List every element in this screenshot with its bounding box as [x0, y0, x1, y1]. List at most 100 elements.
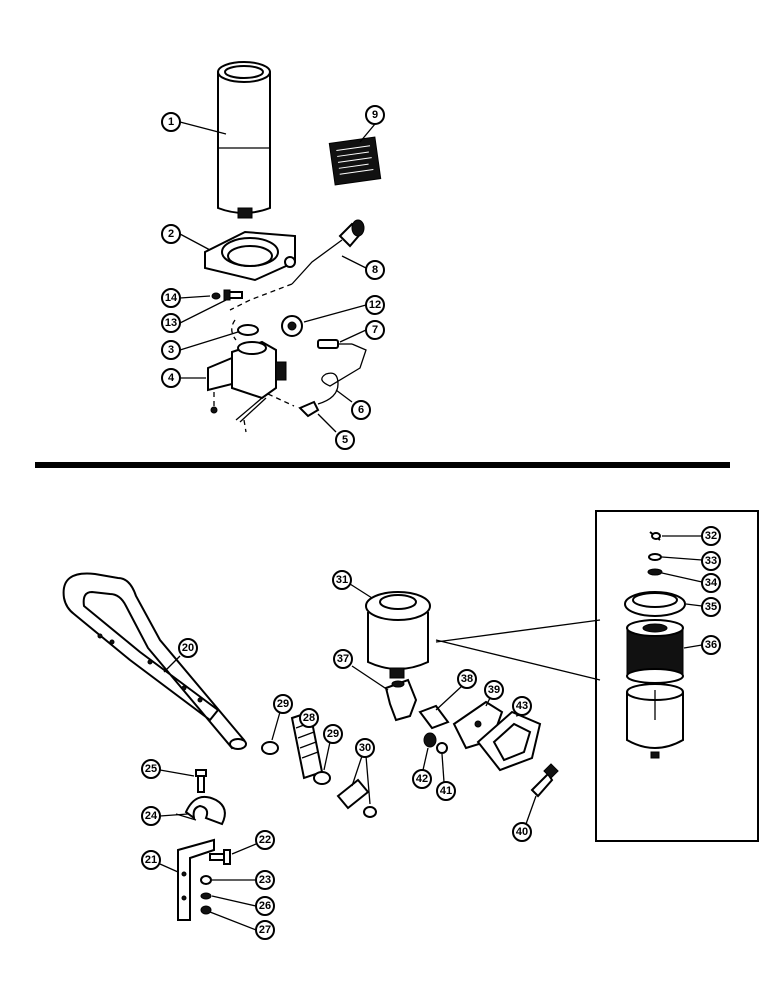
callout-12: 12	[303, 295, 385, 323]
callout-13: 13	[161, 299, 227, 333]
callout-23: 23	[212, 870, 275, 890]
svg-text:42: 42	[416, 773, 428, 785]
callout-30: 30	[351, 738, 375, 805]
svg-text:1: 1	[168, 116, 174, 128]
svg-text:29: 29	[327, 728, 339, 740]
strap-clamp	[175, 796, 226, 826]
callout-2: 2	[161, 224, 211, 251]
svg-text:21: 21	[145, 854, 157, 866]
svg-text:9: 9	[372, 109, 378, 121]
elbow-fitting	[267, 393, 320, 418]
svg-text:25: 25	[145, 763, 157, 775]
cap-screw	[223, 289, 243, 301]
sending-unit	[317, 339, 352, 349]
svg-text:30: 30	[359, 742, 371, 754]
svg-text:23: 23	[259, 874, 271, 886]
callout-25: 25	[141, 759, 195, 779]
svg-text:35: 35	[705, 601, 717, 613]
svg-text:12: 12	[369, 299, 381, 311]
bolt	[195, 769, 207, 793]
bushing	[423, 732, 437, 748]
pipe-nipple	[418, 704, 450, 730]
flat-washer	[200, 875, 212, 885]
fuel-filter-canister	[217, 61, 271, 219]
callout-36: 36	[683, 635, 721, 655]
svg-text:29: 29	[277, 698, 289, 710]
callout-9: 9	[359, 105, 385, 143]
callout-28: 28	[299, 708, 319, 728]
callout-33: 33	[661, 551, 721, 571]
flange-bolt	[530, 763, 559, 798]
svg-text:2: 2	[168, 228, 174, 240]
callout-40: 40	[512, 795, 537, 842]
callout-34: 34	[661, 572, 721, 593]
svg-text:32: 32	[705, 530, 717, 542]
drain-valve	[229, 219, 365, 311]
callout-29a: 29	[271, 694, 293, 741]
svg-text:20: 20	[182, 642, 194, 654]
svg-text:8: 8	[372, 264, 378, 276]
callout-6: 6	[335, 389, 371, 420]
svg-text:22: 22	[259, 834, 271, 846]
seal-ring	[231, 319, 259, 341]
air-cleaner-assembly	[365, 591, 601, 681]
callout-26: 26	[211, 895, 275, 916]
callout-31: 31	[332, 570, 373, 599]
callout-29b: 29	[323, 724, 343, 771]
callout-1: 1	[161, 112, 227, 135]
svg-text:26: 26	[259, 900, 271, 912]
hex-nut	[200, 905, 212, 915]
callout-7: 7	[339, 320, 385, 343]
callout-5: 5	[317, 413, 355, 450]
callout-8: 8	[341, 255, 385, 280]
callout-21: 21	[141, 850, 179, 873]
callout-24: 24	[141, 806, 189, 826]
callout-39: 39	[484, 680, 504, 707]
callout-14: 14	[161, 288, 211, 308]
svg-text:4: 4	[168, 372, 175, 384]
intake-tube	[62, 572, 247, 750]
gasket	[476, 710, 542, 772]
svg-text:5: 5	[342, 434, 348, 446]
svg-text:43: 43	[516, 700, 528, 712]
adapter-fitting	[336, 778, 377, 818]
hex-bolt	[209, 849, 231, 865]
callout-3: 3	[161, 331, 239, 360]
callout-20: 20	[163, 638, 198, 673]
filter-head-base	[207, 340, 287, 433]
svg-text:36: 36	[705, 639, 717, 651]
section-divider	[35, 462, 730, 468]
svg-text:33: 33	[705, 555, 717, 567]
lock-washer	[200, 892, 212, 900]
callout-27: 27	[209, 911, 275, 940]
callout-37: 37	[333, 649, 389, 691]
svg-text:28: 28	[303, 712, 315, 724]
filter-element-inset	[595, 510, 759, 842]
svg-text:37: 37	[337, 653, 349, 665]
hose-clamp-right	[313, 771, 331, 785]
grommet	[281, 315, 303, 337]
pipe-elbow	[384, 678, 418, 722]
filter-clamp-bracket	[204, 230, 296, 282]
svg-text:39: 39	[488, 684, 500, 696]
fuel-line	[317, 343, 367, 405]
svg-text:34: 34	[705, 577, 718, 589]
svg-text:13: 13	[165, 317, 177, 329]
svg-text:40: 40	[516, 826, 528, 838]
callout-38: 38	[435, 669, 477, 711]
svg-text:3: 3	[168, 344, 174, 356]
callout-32: 32	[662, 526, 721, 546]
svg-text:7: 7	[372, 324, 378, 336]
callout-41: 41	[436, 753, 456, 801]
svg-text:14: 14	[165, 292, 178, 304]
washer	[211, 292, 221, 300]
o-ring	[436, 742, 448, 754]
callout-43: 43	[512, 696, 532, 717]
svg-text:6: 6	[358, 404, 364, 416]
mounting-bracket	[177, 838, 215, 921]
callout-42: 42	[412, 747, 432, 789]
hose-clamp-left	[261, 741, 279, 755]
svg-text:38: 38	[461, 673, 473, 685]
svg-text:27: 27	[259, 924, 271, 936]
